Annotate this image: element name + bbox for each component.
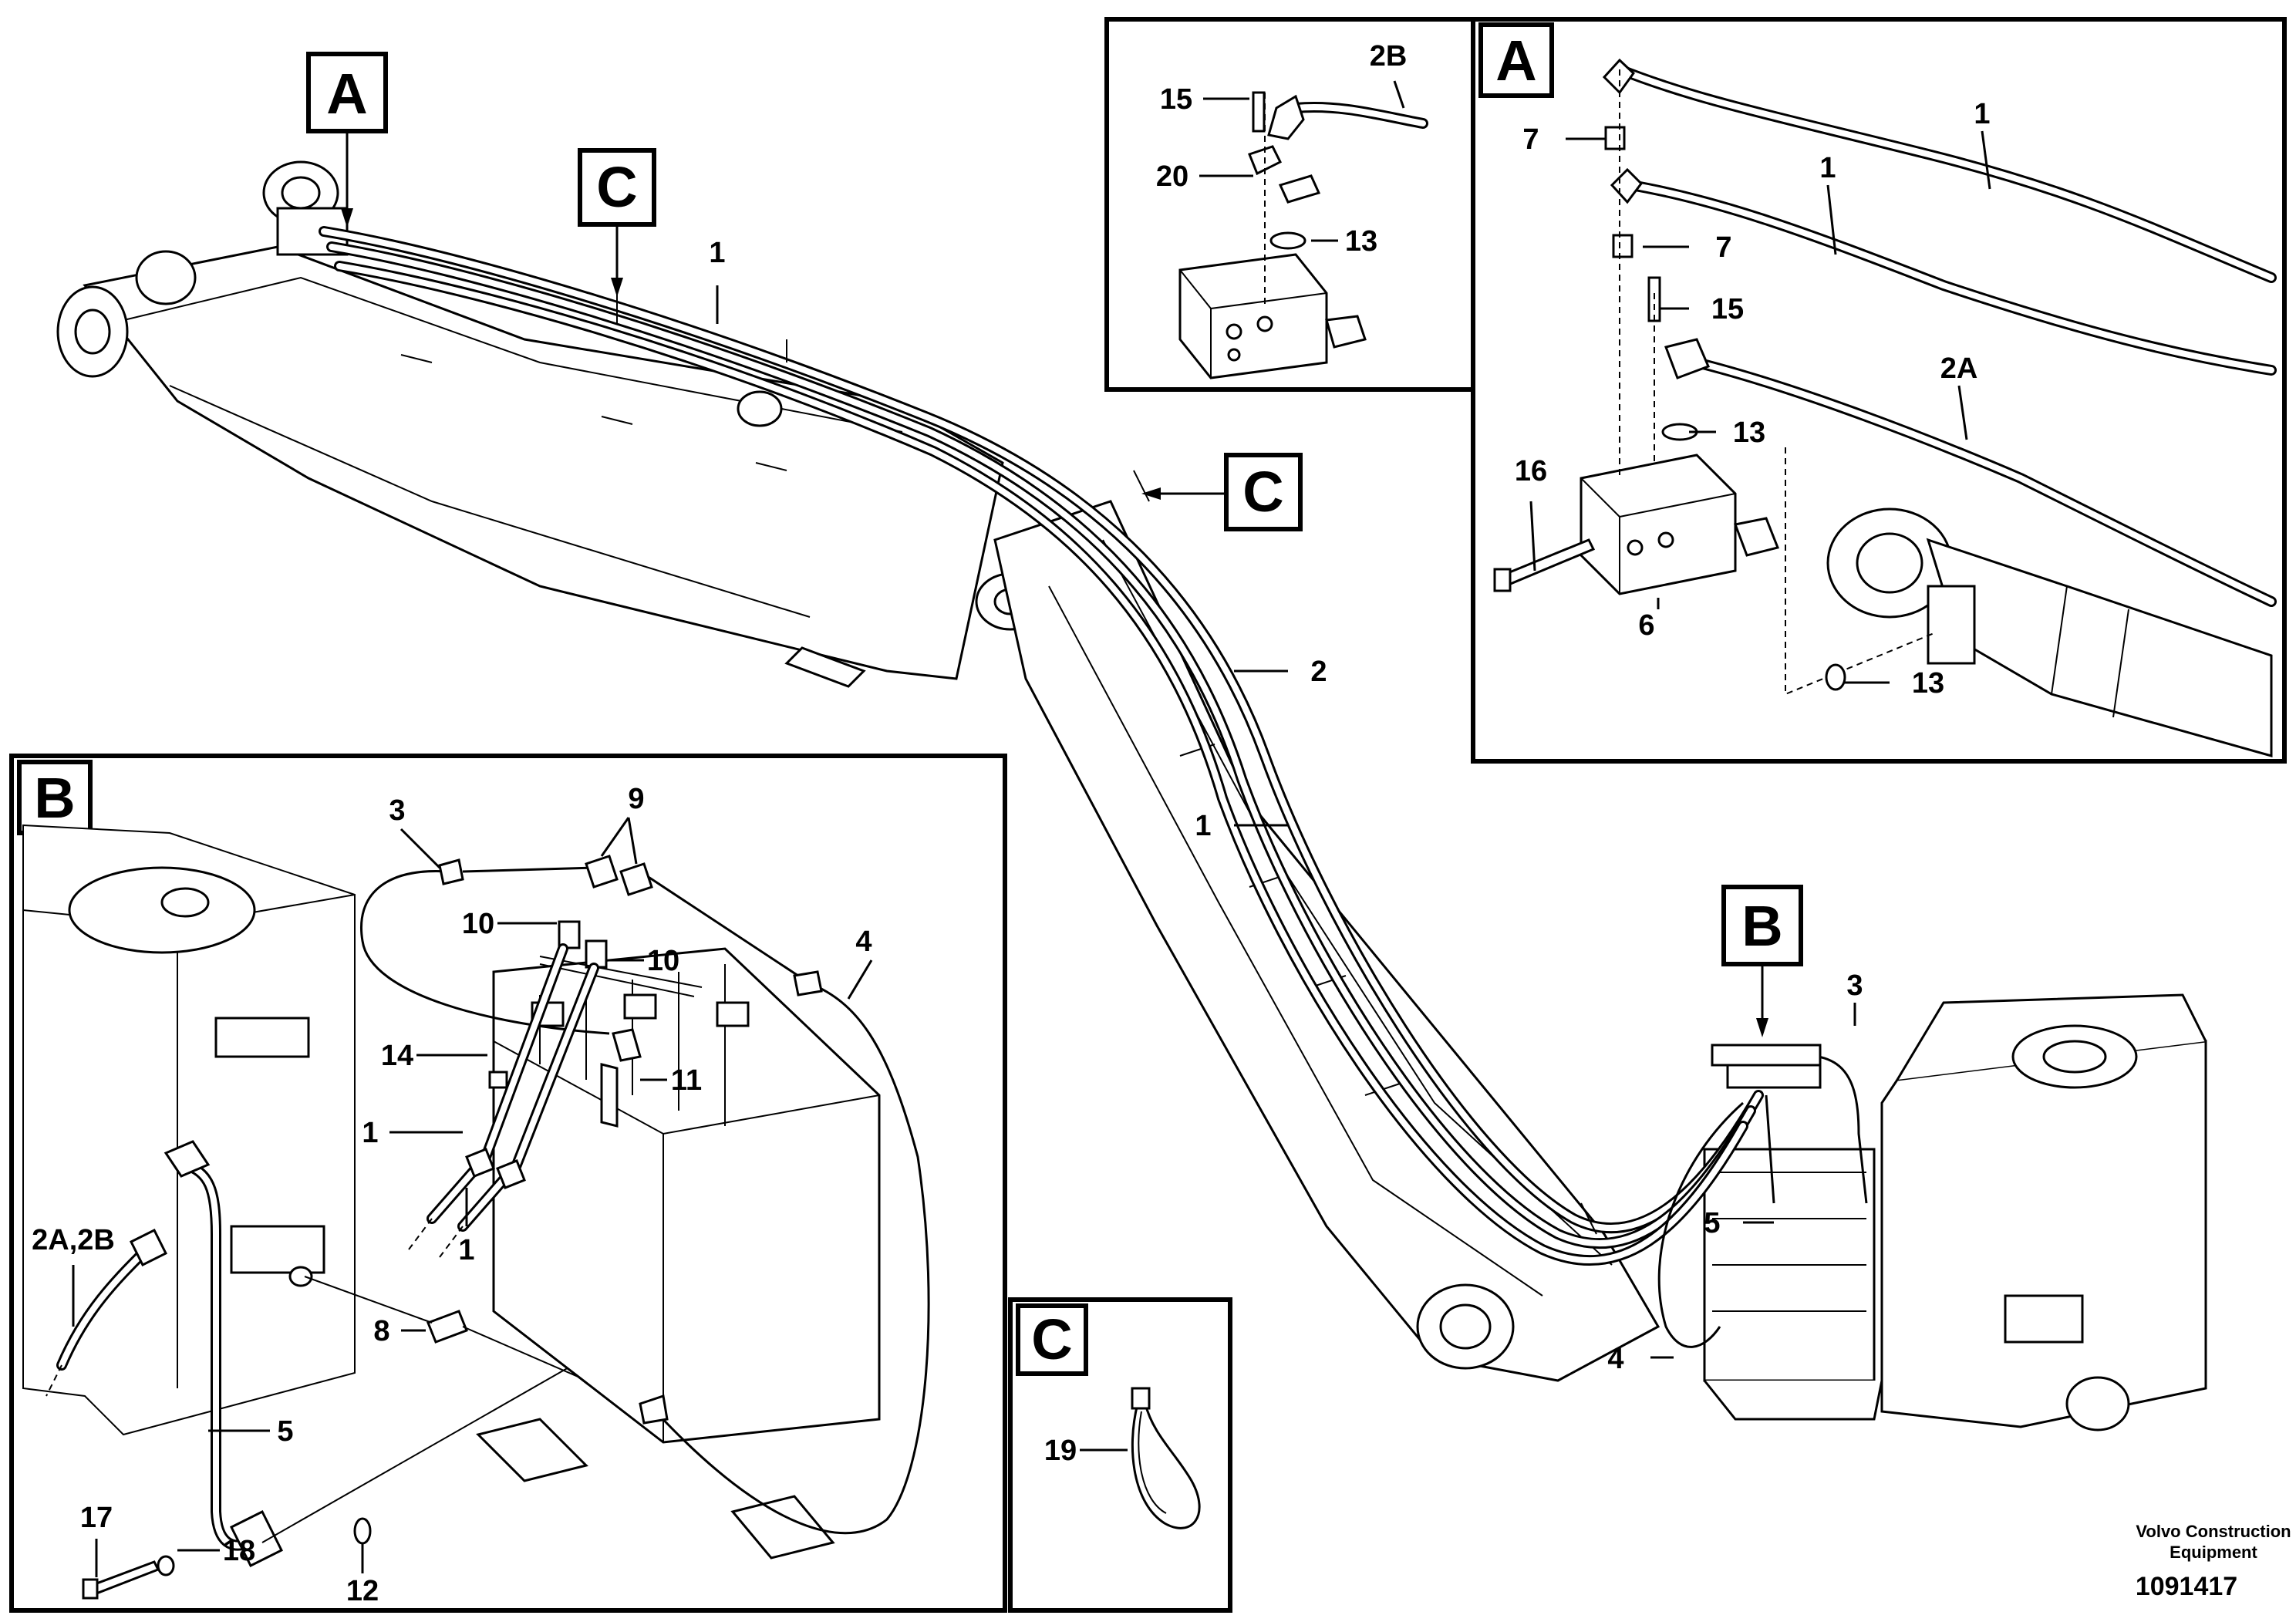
detail-b-title: B	[34, 766, 75, 830]
detail-b-label-3: 3	[389, 794, 405, 827]
detail-b-label-8: 8	[373, 1315, 389, 1347]
footer-drawing-number: 1091417	[2136, 1572, 2237, 1601]
detail-b-panel: B	[9, 754, 1007, 1613]
detail-b-label-11: 11	[671, 1064, 702, 1097]
detail-a-label-1b: 1	[1819, 152, 1836, 184]
main-label-1b: 1	[1195, 810, 1211, 842]
inset-label-20: 20	[1156, 160, 1188, 193]
detail-b-label-1a: 1	[362, 1117, 378, 1149]
inset-label-2b: 2B	[1370, 40, 1408, 73]
detail-b-label-5: 5	[277, 1415, 293, 1448]
callout-a-label: A	[326, 62, 367, 126]
footer-maker-line1: Volvo Construction	[2136, 1522, 2291, 1541]
callout-c2-arrowhead	[1141, 487, 1161, 500]
main-label-1a: 1	[709, 237, 725, 269]
detail-b-label-10a: 10	[462, 908, 494, 940]
callout-a-main: A	[306, 52, 388, 133]
detail-a-label-16: 16	[1515, 455, 1547, 487]
detail-a-label-7a: 7	[1522, 123, 1539, 156]
main-label-4: 4	[1607, 1343, 1623, 1375]
callout-c1-main: C	[578, 148, 656, 227]
detail-b-label-14: 14	[381, 1040, 413, 1072]
callout-c1-arrowhead	[611, 278, 623, 297]
detail-a-panel: A	[1471, 17, 2287, 764]
detail-a-label-13b: 13	[1912, 667, 1944, 700]
inset-label-13: 13	[1345, 225, 1377, 258]
detail-b-label-4: 4	[855, 926, 872, 958]
callout-c1-label: C	[596, 155, 637, 219]
callout-c2-label: C	[1242, 460, 1283, 524]
dipper-arm	[56, 160, 1046, 688]
inset-label-15: 15	[1160, 83, 1192, 116]
callout-a-arrowhead	[341, 208, 353, 228]
callout-b-arrowhead	[1756, 1018, 1768, 1037]
detail-c-panel: C	[1008, 1297, 1232, 1613]
upper-frame-valve	[1703, 993, 2207, 1431]
main-label-2: 2	[1310, 656, 1327, 688]
detail-a-label-1a: 1	[1974, 98, 1990, 130]
callout-b-label: B	[1741, 894, 1782, 958]
callout-b-main: B	[1721, 885, 1803, 966]
detail-b-label-17: 17	[80, 1502, 113, 1534]
detail-a-label-15: 15	[1711, 293, 1744, 325]
detail-a-label-6: 6	[1638, 609, 1654, 642]
detail-b-label-1b: 1	[458, 1234, 474, 1266]
main-label-3: 3	[1846, 969, 1863, 1002]
detail-c-label-19: 19	[1044, 1435, 1077, 1467]
detail-a-label-2a: 2A	[1940, 352, 1978, 385]
callout-c2-main: C	[1224, 453, 1303, 531]
detail-a-title: A	[1495, 29, 1536, 93]
detail-b-label-18: 18	[223, 1535, 255, 1567]
detail-a-label-7b: 7	[1715, 231, 1731, 264]
main-label-5: 5	[1704, 1207, 1720, 1239]
detail-c-title: C	[1031, 1307, 1072, 1371]
footer-maker-line2: Equipment	[2170, 1543, 2257, 1562]
main-boom-illustration	[56, 123, 2207, 1431]
detail-b-label-2a-2b: 2A,2B	[32, 1224, 115, 1256]
detail-b-label-12: 12	[346, 1575, 379, 1607]
detail-b-label-9: 9	[628, 783, 644, 815]
detail-a-label-13a: 13	[1733, 416, 1765, 449]
inset-2b-detail	[1104, 17, 1475, 392]
hose-bundle-main	[319, 226, 1868, 1348]
detail-b-label-10b: 10	[647, 945, 679, 977]
